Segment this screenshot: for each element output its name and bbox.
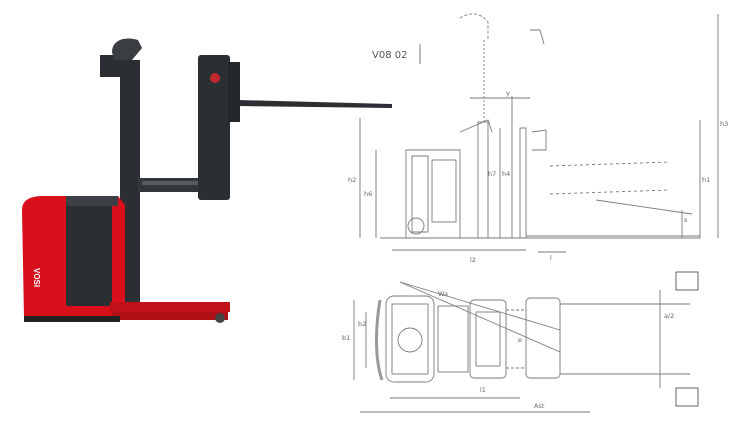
side-view bbox=[359, 13, 719, 253]
mast-right bbox=[198, 55, 230, 200]
platform-grate bbox=[142, 181, 216, 185]
dim-label: l1 bbox=[480, 386, 486, 394]
dim-label: h4 bbox=[502, 170, 510, 178]
fork-carriage bbox=[228, 62, 240, 122]
base-leg bbox=[110, 302, 230, 312]
dim-label: l2 bbox=[470, 256, 476, 264]
dim-label: h1 bbox=[702, 176, 710, 184]
dim-label: Wa bbox=[438, 290, 448, 298]
brand-logo: VOSI bbox=[32, 268, 41, 287]
dim-label: s bbox=[684, 216, 688, 224]
dim-label: l bbox=[550, 254, 552, 262]
dim-label: h7 bbox=[488, 170, 496, 178]
top-dimension-labels: b1 b2 e l1 a/2 Ast Wa bbox=[342, 290, 674, 410]
fork-arm bbox=[238, 100, 392, 108]
technical-drawing: V08 02 h3 bbox=[342, 13, 728, 413]
forklift-photo: VOSI bbox=[22, 38, 392, 323]
dim-label: h3 bbox=[720, 120, 728, 128]
chassis-bottom bbox=[24, 316, 120, 322]
dim-label: a/2 bbox=[664, 312, 674, 320]
base-leg-lower bbox=[112, 312, 228, 320]
chassis-top-grey bbox=[66, 196, 118, 206]
dim-label: Ast bbox=[534, 402, 545, 410]
load-wheel bbox=[215, 313, 225, 323]
top-view bbox=[353, 271, 699, 413]
dim-label: h2 bbox=[348, 176, 356, 184]
control-handle bbox=[112, 38, 142, 60]
carriage-bolt-icon bbox=[210, 73, 220, 83]
side-dimension-labels: h3 h1 h2 h6 h7 h4 l2 l y s bbox=[348, 89, 728, 264]
dim-label: b2 bbox=[358, 320, 366, 328]
model-label: V08 02 bbox=[372, 50, 407, 61]
battery-cover bbox=[66, 206, 112, 306]
dim-label: b1 bbox=[342, 334, 350, 342]
dim-label: h6 bbox=[364, 190, 372, 198]
dim-label: y bbox=[506, 89, 510, 97]
dim-label: e bbox=[518, 336, 522, 344]
